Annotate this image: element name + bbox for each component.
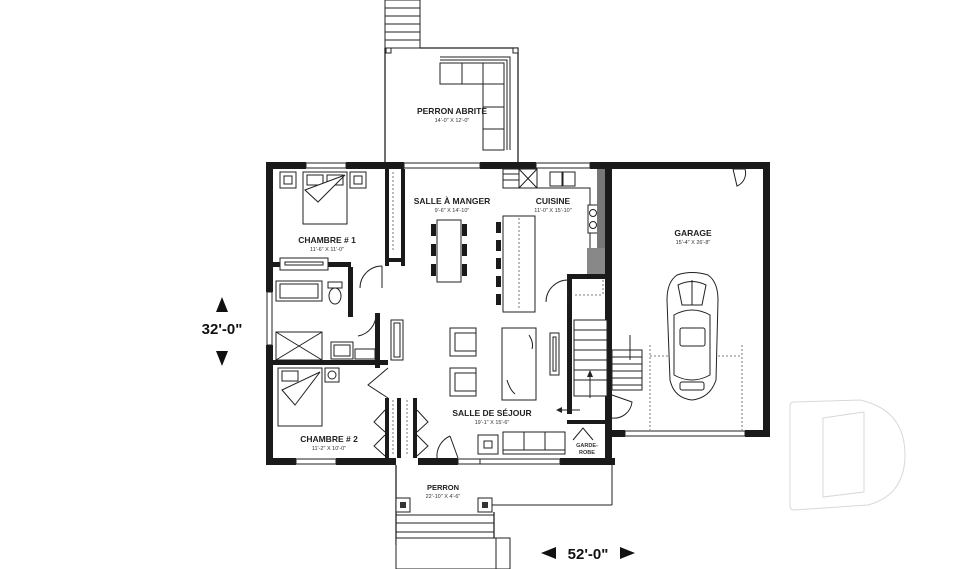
- sectional-sofa: [439, 56, 511, 151]
- overall-depth-dimension: 32'-0": [202, 297, 243, 366]
- perron-label: PERRON: [427, 483, 459, 492]
- dining-table: [436, 219, 462, 283]
- arrow-up-icon: [216, 297, 228, 312]
- garage-area: [611, 168, 747, 430]
- exterior-walls: [266, 162, 770, 465]
- salle-a-manger-dimensions: 9'-6" X 14'-10": [435, 208, 470, 214]
- garde-robe-label-line2: ROBE: [579, 450, 595, 456]
- garage-label: GARAGE: [674, 228, 712, 238]
- salle-de-sejour-label: SALLE DE SÉJOUR: [452, 408, 531, 418]
- cuisine-dimensions: 11'-0" X 15'-10": [534, 208, 571, 214]
- rear-stairs: [384, 0, 421, 49]
- watermark-logo-icon: [789, 399, 906, 511]
- arrow-down-icon: [216, 351, 228, 366]
- overall-width-label: 52'-0": [568, 546, 609, 563]
- arrow-left-icon: [541, 547, 556, 559]
- bathroom-area: [273, 267, 388, 368]
- coffee-table: [501, 327, 537, 401]
- chambre-1-dimensions: 11'-6" X 11'-0": [310, 247, 344, 253]
- perron-area: [395, 465, 613, 569]
- overall-width-dimension: 52'-0": [541, 546, 635, 563]
- kitchen-area: [496, 168, 607, 414]
- garage-dimensions: 15'-4" X 26'-8": [676, 240, 711, 246]
- salle-de-sejour-dimensions: 19'-1" X 15'-6": [475, 420, 510, 426]
- cuisine-label: CUISINE: [536, 196, 571, 206]
- perron-abrite-dimensions: 14'-0" X 12'-0": [435, 118, 470, 124]
- salle-a-manger-label: SALLE À MANGER: [414, 196, 491, 206]
- chambre-1-area: [273, 169, 405, 289]
- perron-abrite-label: PERRON ABRITÉ: [417, 106, 487, 116]
- chambre-2-area: [277, 319, 429, 458]
- chambre-2-label: CHAMBRE # 2: [300, 434, 358, 444]
- car-icon: [666, 272, 719, 401]
- room-labels: PERRON ABRITÉ 14'-0" X 12'-0" CHAMBRE # …: [298, 106, 712, 500]
- overall-depth-label: 32'-0": [202, 321, 243, 338]
- living-area: [436, 327, 580, 459]
- garde-robe-label: GARDE-: [576, 443, 598, 449]
- chambre-2-dimensions: 11'-2" X 10'-0": [312, 446, 346, 452]
- perron-dimensions: 22'-10" X 4'-6": [426, 494, 461, 500]
- chambre-1-label: CHAMBRE # 1: [298, 235, 356, 245]
- perron-abrite-area: [384, 0, 519, 162]
- arrow-right-icon: [620, 547, 635, 559]
- dining-area: [431, 219, 467, 283]
- sofa: [502, 431, 566, 455]
- stairs-area: [567, 319, 608, 441]
